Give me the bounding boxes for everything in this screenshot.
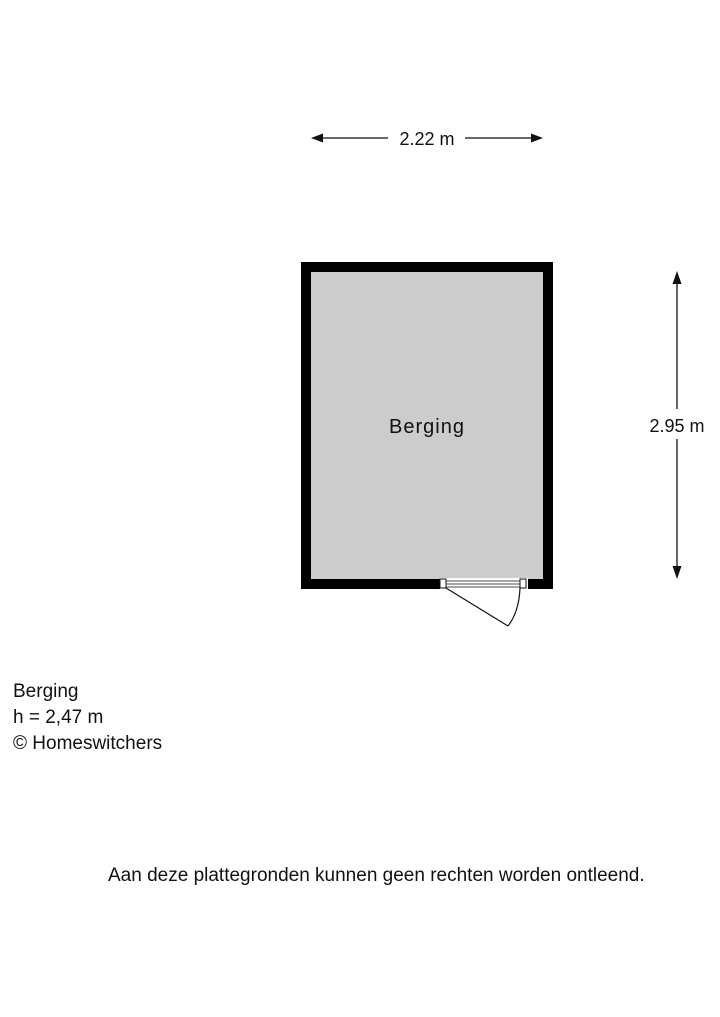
door-jamb-right	[519, 578, 527, 589]
width-dimension-arrow-right	[531, 133, 543, 143]
width-dimension: 2.22 m	[311, 129, 543, 149]
room-berging: Berging	[301, 262, 553, 627]
door-jamb-left	[439, 578, 447, 589]
width-dimension-label: 2.22 m	[399, 129, 454, 149]
room-label: Berging	[389, 416, 465, 438]
info-room-name: Berging	[13, 681, 79, 702]
info-room-height: h = 2,47 m	[13, 707, 104, 728]
room-info: Berging h = 2,47 m © Homeswitchers	[13, 679, 162, 757]
width-dimension-arrow-left	[311, 133, 323, 143]
height-dimension-arrow-top	[672, 271, 682, 284]
height-dimension-arrow-bottom	[672, 566, 682, 579]
door-leaf	[445, 587, 509, 627]
disclaimer-text: Aan deze plattegronden kunnen geen recht…	[108, 865, 645, 886]
info-copyright: © Homeswitchers	[13, 733, 163, 754]
door-swing-arc	[507, 587, 521, 627]
room-floor	[311, 272, 543, 579]
height-dimension-label: 2.95 m	[649, 416, 704, 436]
height-dimension: 2.95 m	[649, 271, 705, 579]
